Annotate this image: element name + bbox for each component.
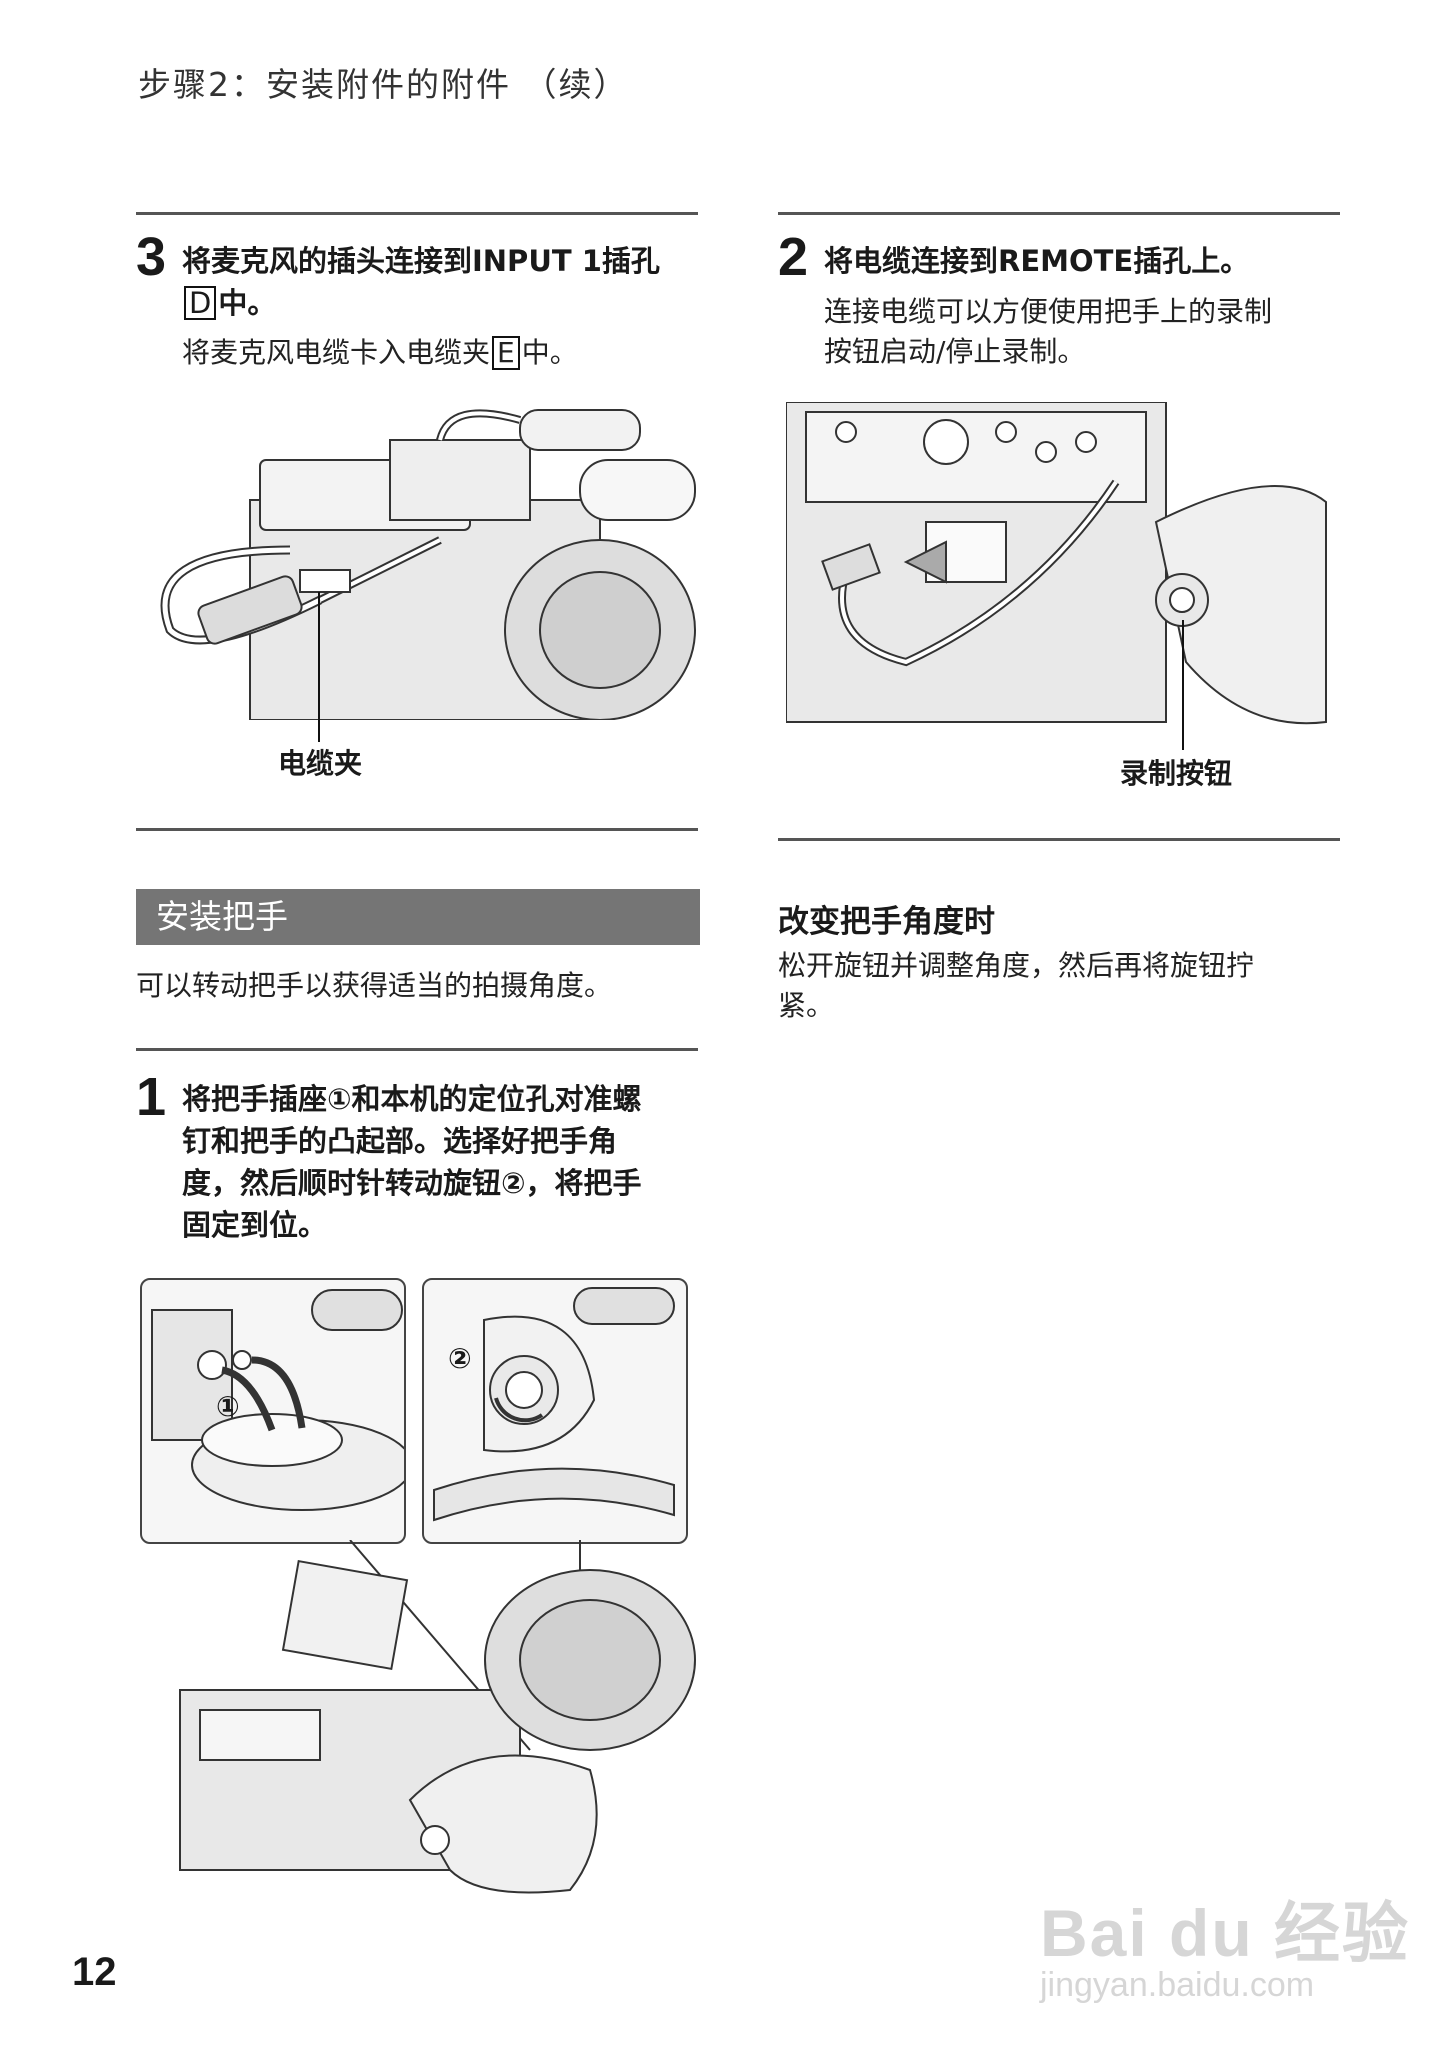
callout-line <box>1182 620 1184 750</box>
divider <box>778 838 1340 841</box>
label-box: E <box>492 336 520 370</box>
handle-socket-illustration <box>151 1289 404 1511</box>
step-title-line: 将麦克风的插头连接到INPUT 1插孔 <box>182 244 660 278</box>
step-title: 将把手插座①和本机的定位孔对准螺 钉和把手的凸起部。选择好把手角 度，然后顺时针… <box>182 1078 702 1246</box>
section-intro: 可以转动把手以获得适当的拍摄角度。 <box>136 969 613 1002</box>
step-title-line: 度，然后顺时针转动旋钮②，将把手 <box>182 1166 642 1200</box>
page-header: 步骤2：安装附件的附件 （续） <box>138 65 629 104</box>
record-button-callout: 录制按钮 <box>1120 757 1233 790</box>
step-number: 1 <box>136 1067 167 1127</box>
marker-2: ② <box>448 1342 472 1375</box>
sub-body: 松开旋钮并调整角度，然后再将旋钮拧 紧。 <box>778 946 1338 1026</box>
remote-cable-illustration <box>786 402 1327 725</box>
step-title-line: 中。 <box>218 286 277 320</box>
subheading: 改变把手角度时 <box>778 904 995 940</box>
step-body-text: 将麦克风电缆卡入电缆夹 <box>182 336 491 369</box>
handle-inset-2: ② <box>422 1278 688 1544</box>
watermark-logo: Bai du 经验 <box>1040 1896 1411 1970</box>
divider <box>778 212 1340 215</box>
divider <box>136 828 698 831</box>
label-box: D <box>184 286 217 320</box>
watermark-url: jingyan.baidu.com <box>1040 1966 1315 2004</box>
step-body-text: 中。 <box>521 336 578 369</box>
callout-line <box>318 592 320 742</box>
camera-handle-illustration <box>179 1540 696 1894</box>
handle-inset-1: ① <box>140 1278 406 1544</box>
step-number: 3 <box>136 227 167 287</box>
cable-clip-callout: 电缆夹 <box>278 747 363 780</box>
step-body-line: 连接电缆可以方便使用把手上的录制 <box>824 295 1273 328</box>
step-body-line: 按钮启动/停止录制。 <box>824 335 1086 368</box>
page-number: 12 <box>72 1950 117 1994</box>
sub-body-line: 紧。 <box>778 989 835 1022</box>
step-number: 2 <box>778 227 809 287</box>
divider <box>136 212 698 215</box>
step-title-line: 固定到位。 <box>182 1208 328 1242</box>
sub-body-line: 松开旋钮并调整角度，然后再将旋钮拧 <box>778 949 1255 982</box>
marker-1: ① <box>216 1390 240 1423</box>
divider <box>136 1048 698 1051</box>
microphone-cable-illustration <box>160 409 696 720</box>
step-title-line: 将把手插座①和本机的定位孔对准螺 <box>182 1082 642 1116</box>
section-title: 安装把手 <box>136 889 700 945</box>
step-title: 将电缆连接到REMOTE插孔上。 <box>824 244 1250 278</box>
knob-illustration <box>433 1287 675 1522</box>
step-title-line: 钉和把手的凸起部。选择好把手角 <box>182 1124 618 1158</box>
step-body: 连接电缆可以方便使用把手上的录制 按钮启动/停止录制。 <box>824 292 1344 372</box>
